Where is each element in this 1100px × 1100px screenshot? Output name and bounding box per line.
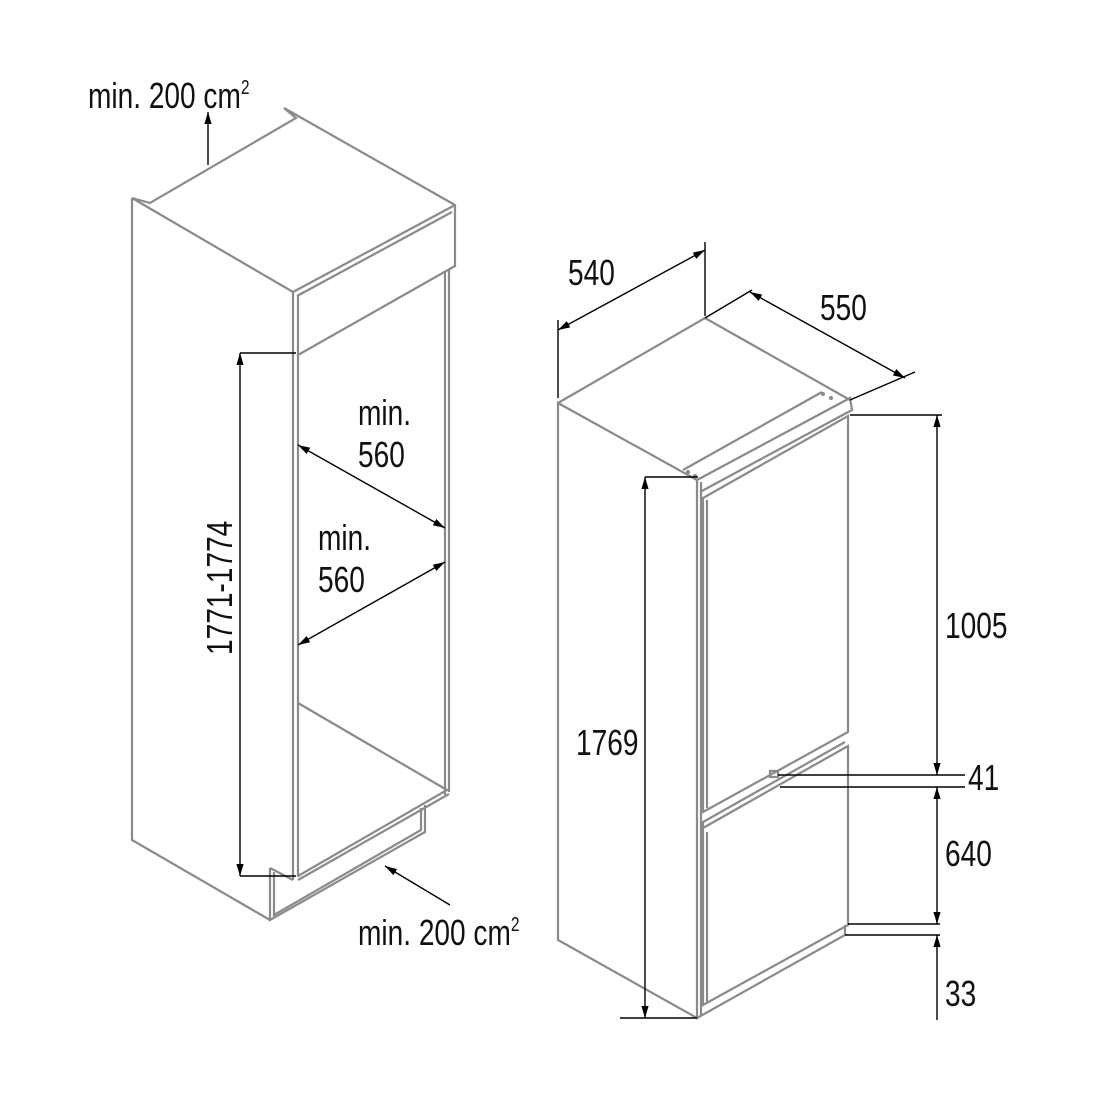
niche-width-label-a: min. [318, 518, 371, 558]
depth-arrow [749, 291, 906, 379]
fridge-dimensions [557, 242, 965, 1020]
width-label: 540 [568, 253, 615, 293]
cabinet-niche [130, 107, 457, 922]
width-arrow [557, 249, 706, 331]
gap-label: 41 [968, 758, 999, 798]
niche-width-arrow [297, 561, 446, 646]
height-label: 1769 [576, 723, 638, 763]
upper-door-label: 1005 [945, 606, 1007, 646]
niche-depth-arrow [297, 444, 446, 529]
top-vent-label: min. 200 cm2 [88, 76, 250, 116]
lower-door [701, 744, 850, 1007]
niche-depth-label-b: 560 [358, 435, 405, 475]
hinge-detail [768, 769, 780, 779]
bottom-gap-label: 33 [945, 974, 976, 1014]
bottom-vent-label: min. 200 cm2 [358, 913, 520, 953]
depth-label: 550 [820, 288, 867, 328]
bottom-vent-arrow [384, 865, 451, 906]
niche-height-label: 1771-1774 [200, 521, 240, 655]
lower-door-label: 640 [945, 834, 992, 874]
upper-door [701, 414, 850, 814]
niche-depth-label-a: min. [358, 393, 411, 433]
niche-width-label-b: 560 [318, 560, 365, 600]
fridge-body [556, 316, 854, 1020]
cabinet-dimensions [204, 112, 451, 906]
